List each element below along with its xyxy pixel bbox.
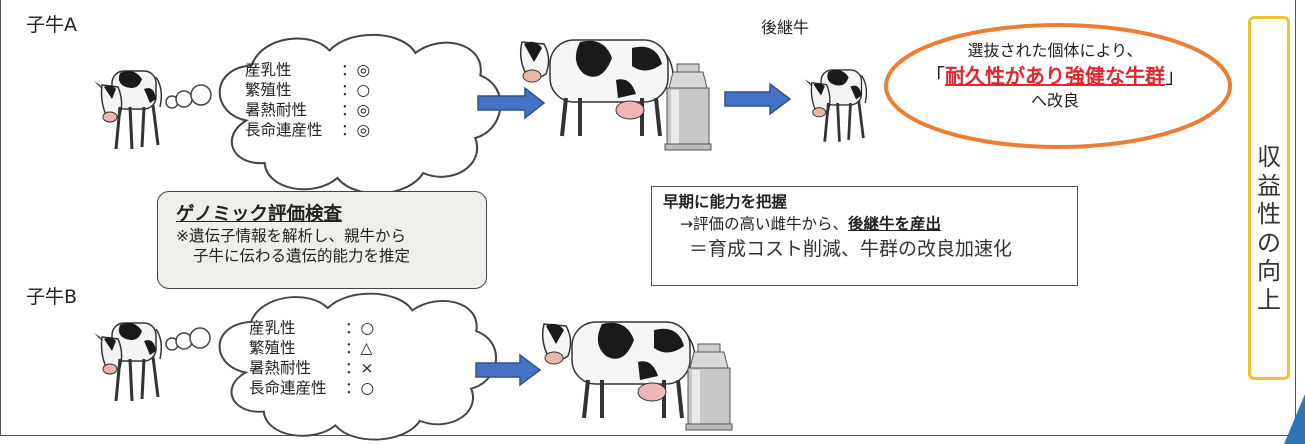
trait-mark: △: [360, 339, 373, 357]
trait-name: 長命連産性: [249, 379, 327, 397]
early-assessment-line: →評価の高い雌牛から、後継牛を産出: [663, 213, 1077, 235]
genomic-test-box: ゲノミック評価検査 ※遺伝子情報を解析し、親牛から 子牛に伝わる遺伝的能力を推定: [157, 191, 487, 289]
result-emphasis-line: 「耐久性があり強健な牛群」: [878, 62, 1232, 90]
trait-list-b: 産乳性：○ 繁殖性：△ 暑熱耐性：× 長命連産性：○: [249, 318, 374, 398]
early-line-emphasis: 後継牛を産出: [848, 215, 942, 233]
profitability-char: 向: [1257, 257, 1281, 285]
trait-row: 長命連産性 ：◎: [245, 120, 370, 140]
genomic-test-line: ※遺伝子情報を解析し、親牛から: [176, 227, 406, 245]
profitability-char: 上: [1257, 285, 1281, 314]
milk-can-icon: [664, 63, 712, 151]
milk-can-icon: [685, 343, 733, 431]
trait-name: 産乳性: [249, 319, 296, 337]
result-line: へ改良: [1030, 91, 1079, 110]
open-bracket: 「: [925, 64, 945, 88]
trait-mark: ○: [360, 379, 375, 397]
result-text: 選抜された個体により、 「耐久性があり強健な牛群」 へ改良: [878, 40, 1232, 112]
trait-name: 暑熱耐性: [245, 101, 308, 119]
trait-row: 暑熱耐性 ：×: [249, 358, 374, 378]
genomic-test-title: ゲノミック評価検査: [176, 204, 342, 225]
profitability-char: 収: [1257, 143, 1281, 171]
trait-row: 産乳性 ：○: [249, 318, 374, 338]
successor-calf-illustration: [803, 68, 868, 144]
early-assessment-box: 早期に能力を把握 →評価の高い雌牛から、後継牛を産出 ＝育成コスト削減、牛群の改…: [651, 186, 1078, 286]
thought-dots-b: [165, 327, 211, 351]
trait-mark: ○: [356, 81, 371, 99]
trait-mark: ○: [360, 319, 375, 337]
early-assessment-benefit: ＝育成コスト削減、牛群の改良加速化: [689, 238, 1013, 260]
trait-row: 繁殖性 ：△: [249, 338, 374, 358]
trait-name: 繁殖性: [249, 339, 296, 357]
diagram-frame: [0, 0, 1296, 436]
trait-mark: ◎: [356, 121, 371, 139]
cow-b-illustration: [540, 320, 698, 420]
arrow-right-icon: [724, 82, 792, 116]
profitability-box: 収 益 性 の 向 上: [1248, 16, 1290, 380]
trait-sep: ：: [341, 81, 357, 99]
trait-mark: ◎: [356, 101, 371, 119]
profitability-char: 益: [1257, 171, 1281, 200]
close-bracket: 」: [1165, 64, 1185, 88]
arrow-right-icon: [475, 353, 542, 387]
profitability-char: の: [1257, 228, 1281, 257]
result-line: 選抜された個体により、: [967, 41, 1143, 60]
trait-sep: ：: [341, 61, 357, 79]
arrow-right-icon: [477, 86, 546, 120]
trait-row: 暑熱耐性 ：◎: [245, 100, 370, 120]
early-assessment-title: 早期に能力を把握: [663, 193, 788, 211]
result-emphasis: 耐久性があり強健な牛群: [945, 64, 1165, 88]
corner-accent: [1284, 394, 1305, 444]
trait-row: 長命連産性 ：○: [249, 378, 374, 398]
trait-row: 繁殖性 ：○: [245, 80, 370, 100]
profitability-char: 性: [1257, 200, 1281, 228]
trait-sep: ：: [345, 319, 361, 337]
trait-sep: ：: [345, 339, 361, 357]
trait-sep: ：: [341, 121, 357, 139]
profitability-label: 収 益 性 の 向 上: [1251, 143, 1287, 314]
trait-sep: ：: [345, 379, 361, 397]
calf-a-illustration: [92, 69, 163, 151]
trait-row: 産乳性 ：◎: [245, 60, 370, 80]
trait-list-a: 産乳性：◎ 繁殖性：○ 暑熱耐性：◎ 長命連産性：◎: [245, 60, 370, 140]
trait-name: 暑熱耐性: [249, 359, 312, 377]
cow-a-illustration: [518, 38, 676, 138]
trait-name: 産乳性: [245, 61, 292, 79]
trait-mark: ×: [360, 359, 374, 377]
trait-mark: ◎: [356, 61, 371, 79]
early-line-prefix: →評価の高い雌牛から、: [680, 215, 848, 233]
calf-b-illustration: [92, 321, 163, 403]
trait-name: 繁殖性: [245, 81, 292, 99]
trait-name: 長命連産性: [245, 121, 323, 139]
calf-b-label: 子牛B: [26, 286, 78, 308]
successor-label: 後継牛: [761, 18, 810, 37]
genomic-test-line: 子牛に伝わる遺伝的能力を推定: [193, 247, 411, 265]
trait-sep: ：: [345, 359, 361, 377]
trait-sep: ：: [341, 101, 357, 119]
result-oval: [884, 23, 1232, 149]
thought-dots-a: [165, 84, 212, 109]
calf-a-label: 子牛A: [26, 14, 77, 36]
